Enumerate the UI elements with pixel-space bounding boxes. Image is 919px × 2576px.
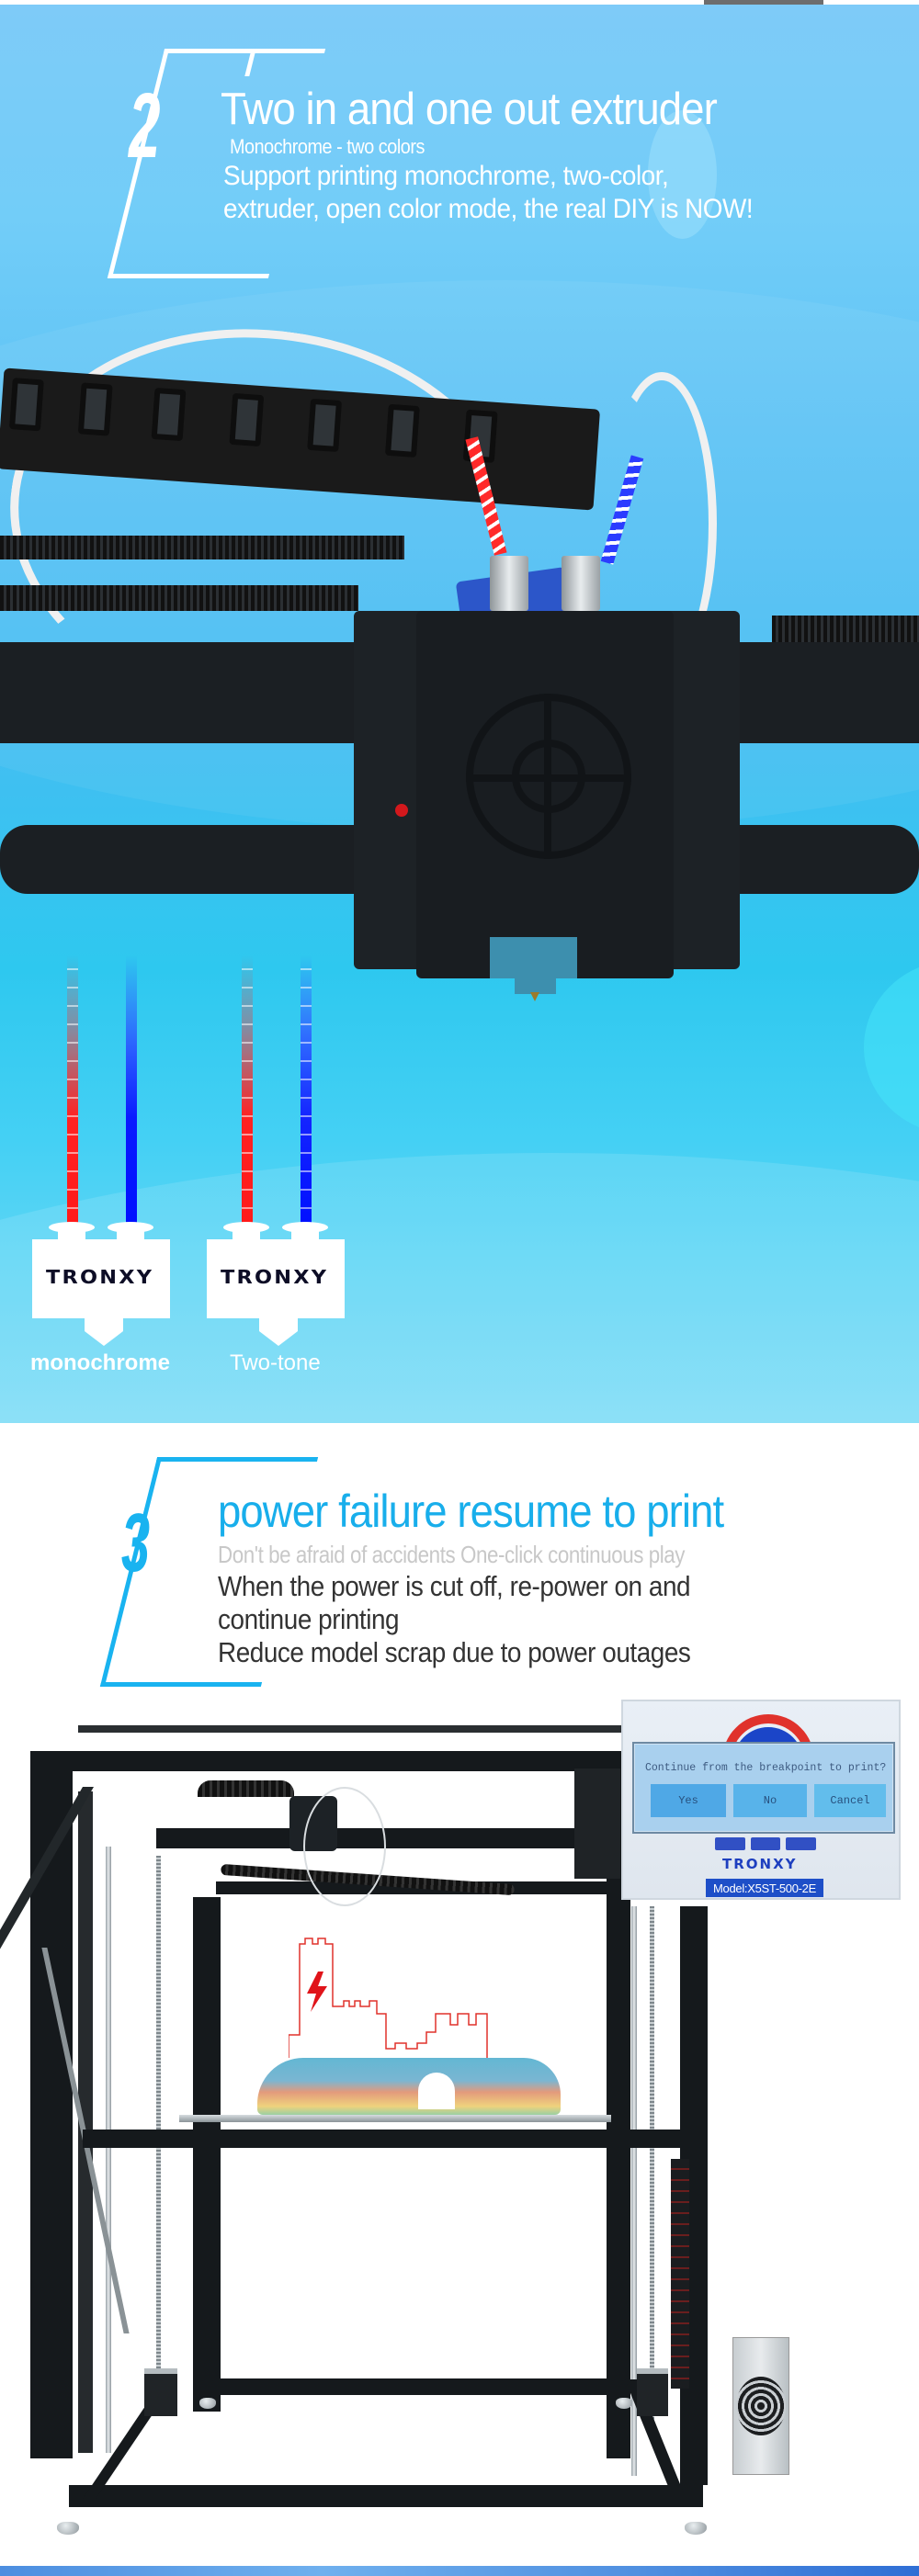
red-screw <box>395 804 408 817</box>
leveling-foot <box>685 2522 707 2535</box>
printed-castle-model <box>257 2058 561 2115</box>
description-line: Reduce model scrap due to power outages <box>218 1636 691 1668</box>
hotend-nozzle <box>85 1318 123 1331</box>
print-bed <box>179 2115 611 2122</box>
hotend-body <box>207 1239 345 1318</box>
tronxy-logo: TRONXY <box>46 1266 154 1288</box>
step-number: 2 <box>129 74 161 177</box>
resume-question: Continue from the breakpoint to print? <box>645 1762 887 1774</box>
step-badge-frame-top <box>259 1457 305 1462</box>
hotend-nozzle-tip <box>259 1331 298 1346</box>
blue-filament <box>301 955 312 1226</box>
lightning-icon <box>307 1972 327 2012</box>
diagram-label: monochrome <box>30 1350 171 1375</box>
brand-chinese-logo <box>715 1837 817 1852</box>
timing-belt <box>0 536 404 559</box>
extruder-feature-section: 2 Two in and one out extruder Monochrome… <box>0 5 919 1423</box>
hotend-body <box>32 1239 170 1318</box>
section-description: Support printing monochrome, two-color, … <box>223 161 754 224</box>
frame-front-bottom-beam <box>69 2485 703 2507</box>
section-title: power failure resume to print <box>218 1486 724 1537</box>
description-line: When the power is cut off, re-power on a… <box>218 1570 691 1635</box>
model-label: Model:X5ST-500-2E <box>706 1879 823 1897</box>
nozzle <box>515 974 556 994</box>
frame-mid-post <box>193 1897 221 2412</box>
section-subtitle: Don't be afraid of accidents One-click c… <box>218 1541 686 1568</box>
yes-button[interactable]: Yes <box>651 1784 726 1817</box>
x-gantry <box>156 1828 625 1848</box>
pneumatic-fitting <box>490 556 528 611</box>
previous-image-edge <box>704 0 823 5</box>
pneumatic-fitting <box>562 556 600 611</box>
background-bubble <box>648 110 717 239</box>
psu-fan-icon <box>736 2377 786 2435</box>
frame-top-beam <box>30 1751 637 1771</box>
stepper-motor <box>637 2368 668 2416</box>
castle-arch <box>418 2073 455 2109</box>
no-button[interactable]: No <box>733 1784 807 1817</box>
nozzle-tip <box>530 992 539 1001</box>
frame-left-inner-post <box>78 1791 93 2453</box>
background-bubble <box>864 960 919 1135</box>
cable-chain <box>198 1780 294 1797</box>
cancel-button[interactable]: Cancel <box>814 1784 886 1817</box>
control-box <box>574 1768 620 1879</box>
hotend-nozzle-tip <box>85 1331 123 1346</box>
hotend-nozzle <box>259 1318 298 1331</box>
timing-belt <box>0 585 358 611</box>
section-subtitle: Monochrome - two colors <box>230 135 425 158</box>
frame-back-bottom-beam <box>221 2378 625 2395</box>
step-number: 3 <box>121 1497 151 1589</box>
z-leadscrew <box>650 1906 654 2439</box>
red-filament <box>242 955 253 1226</box>
red-filament <box>67 955 78 1226</box>
tronxy-logo: TRONXY <box>722 1856 798 1872</box>
step-badge-frame-top <box>267 49 308 53</box>
power-supply <box>732 2337 789 2475</box>
section-description: When the power is cut off, re-power on a… <box>218 1570 747 1669</box>
resume-dialog: Continue from the breakpoint to print? Y… <box>632 1742 895 1834</box>
leveling-foot <box>57 2522 79 2535</box>
timing-belt <box>772 616 919 643</box>
blue-filament <box>126 955 137 1226</box>
leveling-foot <box>199 2398 216 2409</box>
lcd-screen-inset: Continue from the breakpoint to print? Y… <box>621 1700 901 1900</box>
fan-grill-bar <box>466 774 631 782</box>
leveling-foot <box>616 2398 632 2409</box>
stepper-motor <box>144 2368 177 2416</box>
frame-top-rod <box>78 1725 630 1733</box>
heater-block <box>490 937 577 978</box>
unfinished-print-outline <box>289 1938 488 2058</box>
z-cable-chain <box>671 2159 689 2389</box>
z-rod <box>631 1906 637 2476</box>
tronxy-logo: TRONXY <box>221 1266 329 1288</box>
next-section-edge <box>0 2566 919 2576</box>
section-title: Two in and one out extruder <box>221 85 718 134</box>
ptfe-tube <box>607 372 717 675</box>
diagram-label: Two-tone <box>230 1350 321 1375</box>
ptfe-tube <box>303 1787 386 1906</box>
z-rod <box>106 1847 111 2453</box>
bed-support-beam <box>83 2130 680 2148</box>
